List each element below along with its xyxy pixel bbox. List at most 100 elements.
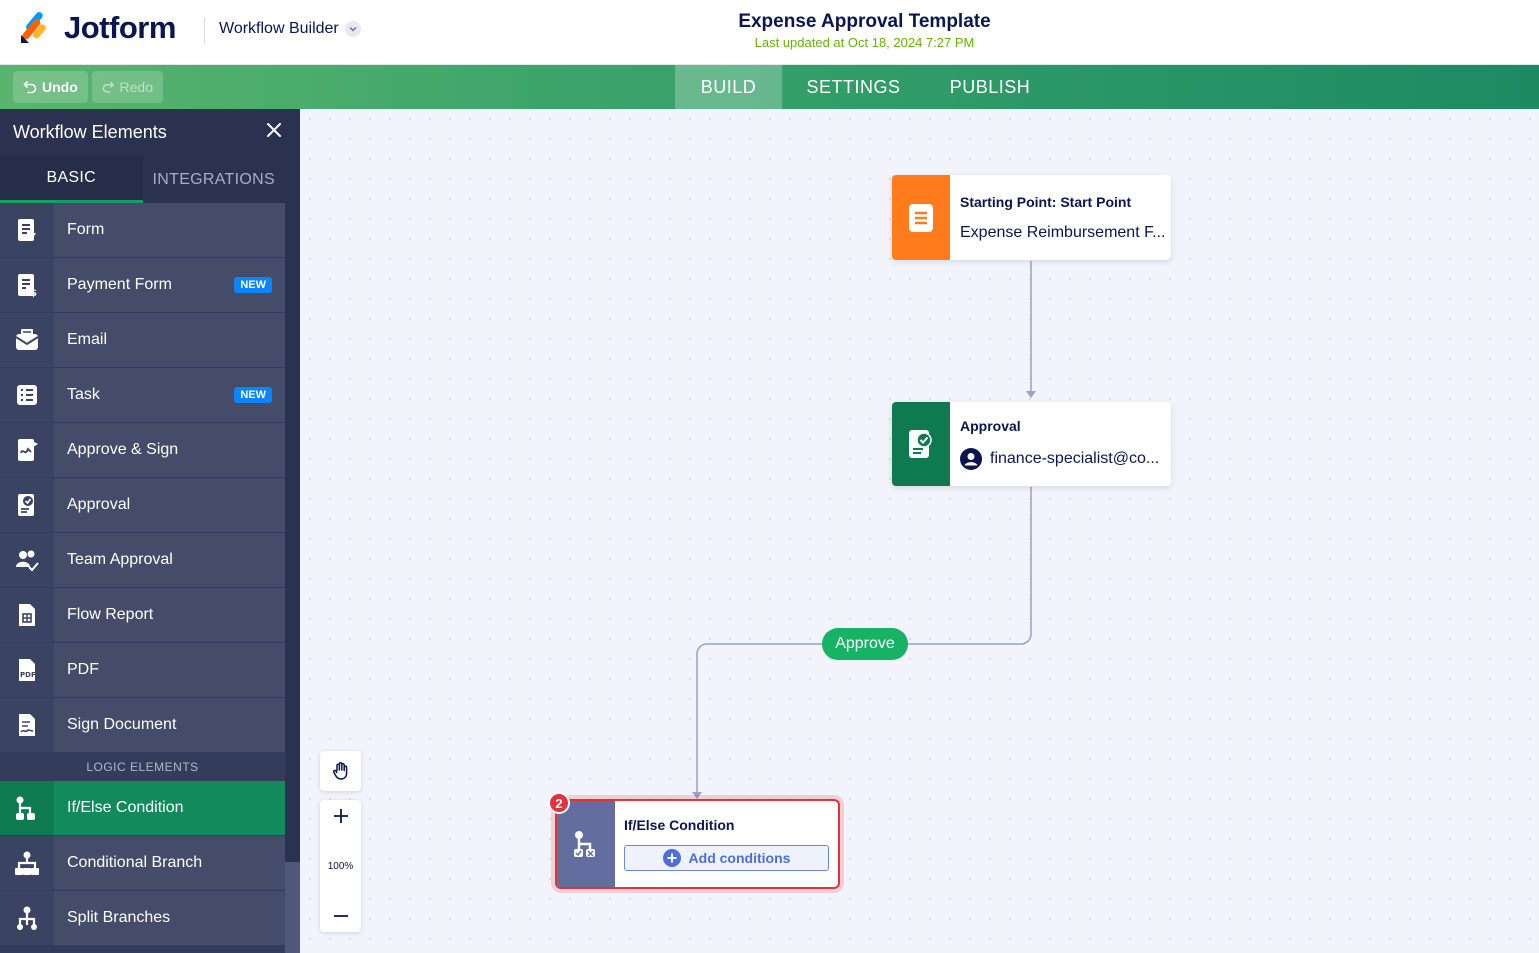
page-title[interactable]: Expense Approval Template bbox=[738, 11, 991, 32]
element-label: Flow Report bbox=[67, 606, 154, 623]
error-count-badge: 2 bbox=[548, 792, 570, 814]
brand-name: Jotform bbox=[64, 10, 176, 45]
add-conditions-button[interactable]: Add conditions bbox=[624, 845, 829, 871]
undo-button[interactable]: Undo bbox=[13, 71, 88, 103]
workflow-builder-menu[interactable]: Workflow Builder bbox=[219, 20, 361, 38]
element-flow-report[interactable]: Flow Report bbox=[0, 588, 285, 643]
element-label: Approve & Sign bbox=[67, 441, 179, 458]
element-label: Split Branches bbox=[67, 909, 171, 926]
elements-list: Form $ Payment Form NEW Email Task NEW bbox=[0, 203, 285, 946]
zoom-level: 100% bbox=[327, 860, 354, 872]
tab-publish[interactable]: PUBLISH bbox=[949, 76, 1031, 97]
flow-report-icon bbox=[0, 588, 54, 642]
node-form-name: Expense Reimbursement F... bbox=[960, 223, 1166, 241]
svg-text:PDF: PDF bbox=[20, 671, 36, 679]
workflow-elements-panel: Workflow Elements BASIC INTEGRATIONS For… bbox=[0, 109, 300, 953]
panel-header: Workflow Elements bbox=[0, 109, 300, 156]
element-label: Email bbox=[67, 331, 108, 348]
add-conditions-label: Add conditions bbox=[688, 850, 791, 866]
zoom-out-icon[interactable] bbox=[333, 908, 349, 924]
node-assignee: finance-specialist@co... bbox=[960, 448, 1159, 470]
team-approval-icon bbox=[0, 533, 54, 587]
logic-elements-heading: LOGIC ELEMENTS bbox=[0, 753, 285, 781]
element-form[interactable]: Form bbox=[0, 203, 285, 258]
email-icon bbox=[0, 313, 54, 367]
element-split-branches[interactable]: Split Branches bbox=[0, 891, 285, 946]
element-approve-sign[interactable]: Approve & Sign bbox=[0, 423, 285, 478]
undo-icon bbox=[23, 81, 37, 94]
scrollbar-thumb[interactable] bbox=[285, 862, 300, 953]
last-updated: Last updated at Oct 18, 2024 7:27 PM bbox=[754, 35, 975, 50]
tab-settings[interactable]: SETTINGS bbox=[806, 76, 901, 97]
if-else-node-icon bbox=[557, 801, 615, 887]
pdf-icon: PDF bbox=[0, 643, 54, 697]
redo-label: Redo bbox=[119, 79, 153, 95]
hand-icon bbox=[331, 761, 351, 781]
element-sign-document[interactable]: Sign Document bbox=[0, 698, 285, 753]
element-label: Payment Form bbox=[67, 276, 172, 293]
element-label: Sign Document bbox=[67, 716, 177, 733]
element-label: Approval bbox=[67, 496, 131, 513]
header-divider bbox=[204, 18, 205, 44]
approve-edge-label[interactable]: Approve bbox=[822, 628, 908, 660]
svg-text:$: $ bbox=[30, 288, 37, 298]
element-pdf[interactable]: PDF PDF bbox=[0, 643, 285, 698]
plus-circle-icon bbox=[662, 849, 681, 867]
node-title: Starting Point: Start Point bbox=[960, 193, 1132, 210]
if-else-condition-node[interactable]: If/Else Condition Add conditions bbox=[555, 799, 840, 889]
sidebar-scrollbar[interactable] bbox=[285, 156, 300, 953]
sign-document-icon bbox=[0, 698, 54, 752]
panel-title: Workflow Elements bbox=[13, 122, 167, 142]
workflow-canvas[interactable]: Starting Point: Start Point Expense Reim… bbox=[300, 109, 1539, 953]
user-avatar-icon bbox=[960, 448, 982, 470]
approval-node[interactable]: Approval finance-specialist@co... bbox=[892, 402, 1171, 486]
tab-integrations[interactable]: INTEGRATIONS bbox=[152, 170, 275, 188]
zoom-controls: 100% bbox=[320, 800, 361, 932]
tab-basic[interactable]: BASIC bbox=[0, 156, 143, 203]
close-icon[interactable] bbox=[266, 122, 282, 143]
element-if-else-condition[interactable]: If/Else Condition bbox=[0, 781, 285, 836]
start-point-node[interactable]: Starting Point: Start Point Expense Reim… bbox=[892, 175, 1171, 260]
panel-tabs: BASIC INTEGRATIONS bbox=[0, 156, 285, 203]
node-title: Approval bbox=[960, 418, 1021, 434]
split-branches-icon bbox=[0, 891, 54, 945]
assignee-email: finance-specialist@co... bbox=[990, 450, 1160, 467]
element-label: Conditional Branch bbox=[67, 854, 203, 871]
undo-label: Undo bbox=[42, 79, 78, 95]
redo-button[interactable]: Redo bbox=[92, 71, 163, 103]
form-title-block: Expense Approval Template Last updated a… bbox=[0, 11, 1539, 50]
workflow-builder-label: Workflow Builder bbox=[219, 20, 339, 37]
new-badge: NEW bbox=[234, 277, 272, 293]
zoom-in-icon[interactable] bbox=[333, 808, 349, 824]
redo-icon bbox=[102, 81, 115, 93]
chevron-down-icon bbox=[344, 21, 361, 37]
approval-icon bbox=[0, 478, 54, 532]
form-node-icon bbox=[892, 175, 950, 260]
element-label: Team Approval bbox=[67, 551, 173, 568]
element-label: Task bbox=[67, 386, 100, 403]
element-payment-form[interactable]: $ Payment Form NEW bbox=[0, 258, 285, 313]
new-badge: NEW bbox=[234, 387, 272, 403]
element-label: Form bbox=[67, 221, 105, 238]
element-approval[interactable]: Approval bbox=[0, 478, 285, 533]
element-label: PDF bbox=[67, 661, 99, 678]
builder-toolbar: Undo Redo BUILD SETTINGS PUBLISH bbox=[0, 65, 1539, 109]
node-title: If/Else Condition bbox=[624, 817, 735, 833]
jotform-logo[interactable]: Jotform bbox=[18, 10, 176, 46]
payment-form-icon: $ bbox=[0, 258, 54, 312]
conditional-branch-icon bbox=[0, 836, 54, 890]
jotform-logo-icon bbox=[18, 11, 50, 45]
if-else-icon bbox=[0, 781, 54, 835]
element-team-approval[interactable]: Team Approval bbox=[0, 533, 285, 588]
element-label: If/Else Condition bbox=[67, 799, 184, 816]
top-header: Jotform Workflow Builder Expense Approva… bbox=[0, 0, 1539, 65]
approval-node-icon bbox=[892, 402, 950, 486]
element-email[interactable]: Email bbox=[0, 313, 285, 368]
element-conditional-branch[interactable]: Conditional Branch bbox=[0, 836, 285, 891]
pan-tool-button[interactable] bbox=[320, 751, 361, 791]
task-icon bbox=[0, 368, 54, 422]
approve-sign-icon bbox=[0, 423, 54, 477]
form-icon bbox=[0, 203, 54, 257]
element-task[interactable]: Task NEW bbox=[0, 368, 285, 423]
tab-build[interactable]: BUILD bbox=[675, 65, 782, 109]
